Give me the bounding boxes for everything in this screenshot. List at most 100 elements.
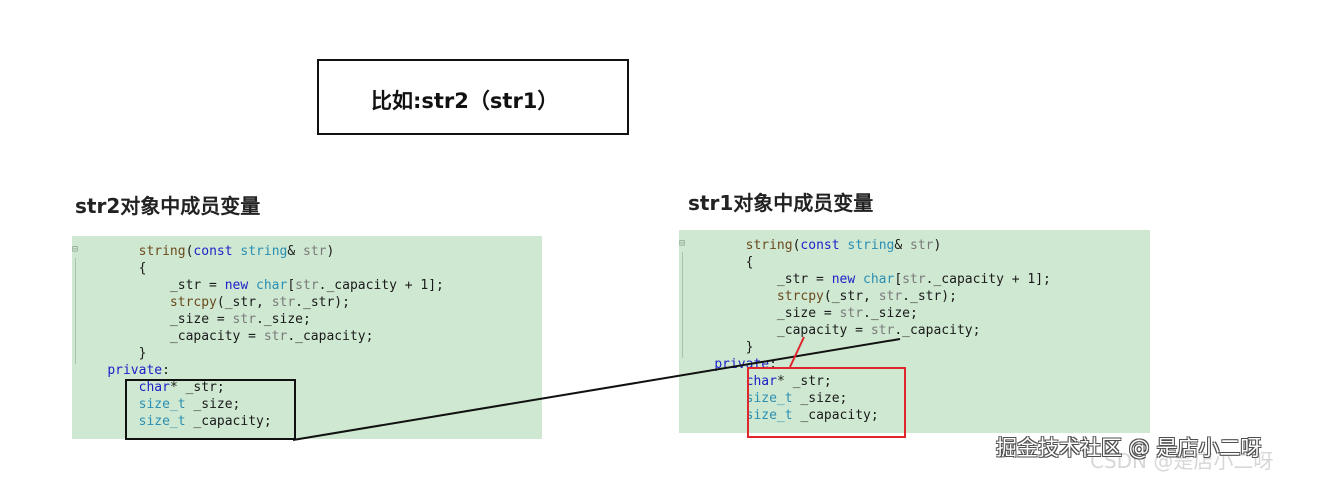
code-line: _capacity = str._capacity; xyxy=(683,322,981,339)
code-line: _size = str._size; xyxy=(683,305,918,322)
code-token: char xyxy=(138,380,170,395)
code-token: * _str; xyxy=(169,380,225,395)
code-token: new xyxy=(831,272,856,287)
code-token: size_t xyxy=(138,397,186,412)
code-token: str xyxy=(910,238,934,253)
code-token: ( xyxy=(792,238,801,253)
code-line: string(const string& str) xyxy=(76,243,335,260)
code-token: { xyxy=(683,255,754,270)
fold-guide xyxy=(682,252,683,358)
code-token: string xyxy=(847,238,895,253)
code-token: & xyxy=(894,238,911,253)
code-line: _str = new char[str._capacity + 1]; xyxy=(76,277,444,294)
code-token xyxy=(683,238,746,253)
code-token: [ xyxy=(287,278,296,293)
code-token xyxy=(683,357,714,372)
code-token: str xyxy=(902,272,926,287)
fold-guide xyxy=(75,258,76,364)
left-members-highlight xyxy=(125,379,296,440)
code-line: _size = str._size; xyxy=(76,311,311,328)
code-token: { xyxy=(76,261,147,276)
code-token: _size = xyxy=(76,312,233,327)
code-token: (_str, xyxy=(216,295,272,310)
code-token xyxy=(248,278,256,293)
code-token: str xyxy=(232,312,257,327)
title-text: 比如:str2（str1） xyxy=(371,89,559,113)
code-token: ) xyxy=(933,238,942,253)
code-token xyxy=(76,244,139,259)
code-token: str xyxy=(870,323,895,338)
code-token: (_str, xyxy=(823,289,879,304)
code-token: [ xyxy=(894,272,903,287)
code-token: _str = xyxy=(683,272,832,287)
code-line: } xyxy=(683,339,754,356)
code-token: strcpy xyxy=(169,295,217,310)
code-token: strcpy xyxy=(776,289,824,304)
code-token: ._capacity; xyxy=(287,329,374,344)
code-token: const xyxy=(800,238,840,253)
code-token: _capacity = xyxy=(683,323,871,338)
code-token: new xyxy=(224,278,249,293)
code-token: _capacity = xyxy=(76,329,264,344)
code-token: } xyxy=(683,340,754,355)
code-token: string xyxy=(240,244,288,259)
code-token: ._capacity + 1]; xyxy=(925,272,1051,287)
code-token xyxy=(855,272,863,287)
fold-marker-icon: ⊟ xyxy=(72,244,79,255)
code-token: str xyxy=(878,289,903,304)
code-line: string(const string& str) xyxy=(683,237,942,254)
code-token: _size = xyxy=(683,306,840,321)
code-token: } xyxy=(76,346,147,361)
right-heading: str1对象中成员变量 xyxy=(688,191,874,215)
code-line: _str = new char[str._capacity + 1]; xyxy=(683,271,1051,288)
code-token: str xyxy=(271,295,296,310)
code-token: ._str); xyxy=(295,295,350,310)
code-line: { xyxy=(76,260,147,277)
code-token: str xyxy=(263,329,288,344)
watermark-shadow: CSDN @是店小二呀 xyxy=(1090,449,1274,473)
code-token: str xyxy=(839,306,864,321)
code-line: { xyxy=(683,254,754,271)
code-token: str xyxy=(295,278,319,293)
watermark: 掘金技术社区 @ 是店小二呀 xyxy=(996,436,1262,460)
left-heading: str2对象中成员变量 xyxy=(75,194,261,218)
code-line: strcpy(_str, str._str); xyxy=(683,288,957,305)
code-token: _str = xyxy=(76,278,225,293)
code-token: size_t xyxy=(138,414,186,429)
code-token xyxy=(683,408,746,423)
code-line: strcpy(_str, str._str); xyxy=(76,294,350,311)
code-token: string xyxy=(745,238,793,253)
code-token: _capacity; xyxy=(185,414,272,429)
code-line: _capacity = str._capacity; xyxy=(76,328,374,345)
code-token: private xyxy=(107,363,163,378)
code-token xyxy=(683,391,746,406)
code-token: ( xyxy=(185,244,194,259)
code-token xyxy=(76,363,107,378)
code-token: ._capacity + 1]; xyxy=(318,278,444,293)
fold-marker-icon: ⊟ xyxy=(679,238,686,249)
code-token: char xyxy=(863,272,895,287)
code-token: ._str); xyxy=(902,289,957,304)
code-line: char* _str; xyxy=(76,379,225,396)
code-line: private: xyxy=(76,362,170,379)
code-token: string xyxy=(138,244,186,259)
code-token: str xyxy=(303,244,327,259)
code-line: } xyxy=(76,345,147,362)
code-token: const xyxy=(193,244,233,259)
code-line: size_t _capacity; xyxy=(76,413,272,430)
title-box: 比如:str2（str1） xyxy=(317,59,629,135)
code-token: char xyxy=(256,278,288,293)
code-token: ) xyxy=(326,244,335,259)
code-token: & xyxy=(287,244,304,259)
code-token: _size; xyxy=(185,397,241,412)
code-token xyxy=(683,289,777,304)
code-token: ._capacity; xyxy=(894,323,981,338)
code-token xyxy=(683,374,746,389)
right-members-highlight xyxy=(747,367,906,438)
code-line: size_t _size; xyxy=(76,396,241,413)
code-token: ._size; xyxy=(863,306,918,321)
code-token: ._size; xyxy=(256,312,311,327)
code-token: : xyxy=(162,363,170,378)
code-token xyxy=(76,295,170,310)
